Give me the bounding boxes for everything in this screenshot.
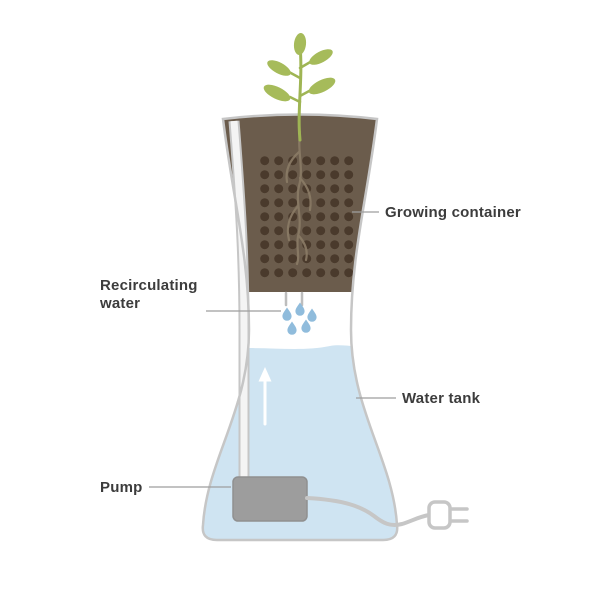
root-branch: [285, 150, 301, 184]
water-drop: [295, 302, 305, 316]
leaves: [263, 33, 336, 102]
water-drop: [307, 308, 317, 322]
leaf-stem: [287, 70, 302, 80]
label-recirculating-water-line2: water: [99, 295, 140, 312]
root-main: [295, 130, 302, 266]
plant-icon: [263, 33, 336, 142]
water-drop: [282, 307, 292, 321]
power-plug-icon: [427, 500, 469, 530]
plant-roots: [285, 130, 312, 266]
pump-unit: [232, 476, 308, 522]
vessel-outline: [201, 113, 399, 542]
water-drop: [301, 319, 311, 333]
leaf-stem: [288, 95, 302, 104]
leaf: [263, 84, 291, 102]
label-water-tank: Water tank: [402, 390, 481, 407]
water-drop: [287, 321, 297, 335]
label-recirculating-water-line1: Recirculating: [100, 277, 198, 294]
flow-arrow-icon: [258, 367, 272, 426]
power-cord: [305, 496, 431, 527]
leaf: [309, 49, 333, 65]
leaf: [293, 33, 307, 55]
label-growing-container: Growing container: [385, 204, 521, 221]
growing-medium-dots: [260, 156, 354, 280]
leaf: [267, 60, 291, 76]
water-drops-icon: [282, 302, 317, 335]
leaf: [308, 77, 336, 95]
vessel-interior: [202, 114, 398, 540]
root-branch: [286, 204, 300, 242]
plug-body: [427, 500, 452, 530]
plant-stem: [297, 43, 303, 142]
flow-arrow-head: [258, 367, 272, 382]
label-pump: Pump: [100, 479, 142, 496]
root-branch: [297, 234, 308, 262]
root-branch: [298, 176, 312, 212]
